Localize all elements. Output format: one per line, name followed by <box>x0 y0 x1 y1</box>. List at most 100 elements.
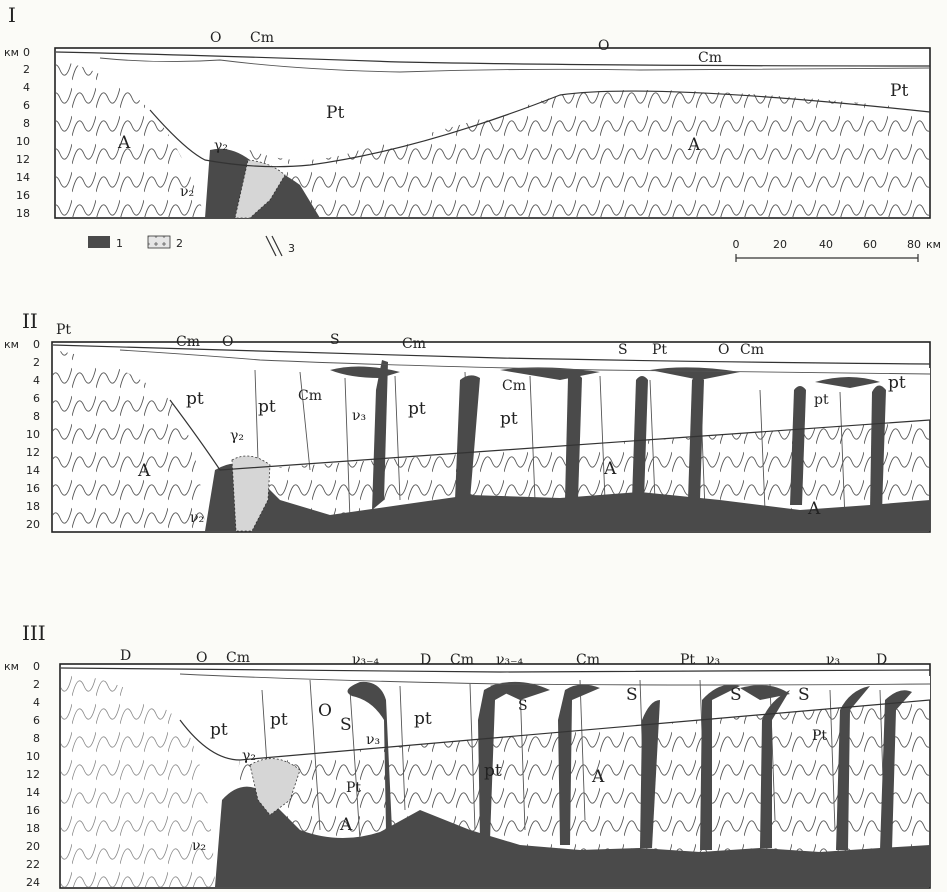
depth-tick: 4 <box>23 81 30 94</box>
label-gamma2: γ₂ <box>214 138 228 154</box>
legend-label-1: 1 <box>116 237 123 250</box>
label-cm: Cm <box>250 30 274 46</box>
section-iii-depth-axis: 0 2 4 6 8 10 12 14 16 18 20 22 24 <box>26 660 40 889</box>
label-nu34: ν₃₋₄ <box>352 652 380 668</box>
label-gamma2: γ₂ <box>242 748 256 764</box>
legend: 1 2 3 <box>88 236 295 256</box>
label-cm: Cm <box>402 336 426 352</box>
label-a: A <box>339 815 353 835</box>
depth-tick: 24 <box>26 876 40 889</box>
scale-tick: 60 <box>863 238 877 251</box>
depth-tick: 14 <box>26 786 40 799</box>
label-pt: pt <box>814 392 829 408</box>
scale-bar: 0 20 40 60 80 км <box>733 238 941 262</box>
label-nu2: ν₂ <box>180 184 194 200</box>
label-cm: Cm <box>698 50 722 66</box>
section-iii-unit: км <box>4 660 19 673</box>
legend-label-3: 3 <box>288 242 295 255</box>
label-s: S <box>618 342 628 358</box>
depth-tick: 10 <box>16 135 30 148</box>
scale-tick: 40 <box>819 238 833 251</box>
depth-tick: 12 <box>26 768 40 781</box>
legend-label-2: 2 <box>176 237 183 250</box>
label-o: O <box>318 701 332 721</box>
depth-tick: 18 <box>16 207 30 220</box>
label-pt: Pt <box>326 103 344 123</box>
label-d: D <box>420 652 431 668</box>
label-pt: Pt <box>890 81 908 101</box>
section-i-number: I <box>8 3 16 27</box>
depth-tick: 8 <box>33 732 40 745</box>
label-o: O <box>222 334 233 350</box>
depth-tick: 16 <box>16 189 30 202</box>
label-o: O <box>210 30 221 46</box>
depth-tick: 0 <box>33 660 40 673</box>
section-i: I км 0 2 4 6 8 10 12 14 16 18 O Cm O Cm … <box>4 3 941 262</box>
label-nu2: ν₂ <box>192 838 206 854</box>
depth-tick: 16 <box>26 804 40 817</box>
depth-tick: 12 <box>26 446 40 459</box>
label-s: S <box>798 685 810 705</box>
section-ii-depth-axis: 0 2 4 6 8 10 12 14 16 18 20 <box>26 338 40 531</box>
section-i-unit: км <box>4 46 19 59</box>
label-pt: pt <box>270 710 288 730</box>
legend-swatch-1 <box>88 236 110 248</box>
label-a: A <box>591 767 605 787</box>
label-pt: Pt <box>680 652 695 668</box>
label-a: A <box>117 133 131 153</box>
label-s: S <box>330 332 340 348</box>
label-pt: pt <box>408 399 426 419</box>
label-a: A <box>137 461 151 481</box>
label-nu3: ν₃ <box>352 408 366 424</box>
depth-tick: 6 <box>33 392 40 405</box>
depth-tick: 22 <box>26 858 40 871</box>
label-cm: Cm <box>298 388 322 404</box>
depth-tick: 20 <box>26 840 40 853</box>
depth-tick: 6 <box>23 99 30 112</box>
label-a: A <box>807 499 821 519</box>
label-nu34: ν₃₋₄ <box>496 652 524 668</box>
depth-tick: 0 <box>23 46 30 59</box>
depth-tick: 2 <box>33 678 40 691</box>
scale-tick: 0 <box>733 238 740 251</box>
label-pt: pt <box>258 397 276 417</box>
label-pt: pt <box>484 761 502 781</box>
label-nu3: ν₃ <box>706 652 720 668</box>
label-s: S <box>340 715 352 735</box>
legend-swatch-2 <box>148 236 170 248</box>
depth-tick: 12 <box>16 153 30 166</box>
depth-tick: 4 <box>33 696 40 709</box>
depth-tick: 6 <box>33 714 40 727</box>
section-ii-unit: км <box>4 338 19 351</box>
label-pt: pt <box>186 389 204 409</box>
label-cm: Cm <box>226 650 250 666</box>
scale-tick: 20 <box>773 238 787 251</box>
section-iii: III км 0 2 4 6 8 10 12 14 16 18 20 22 24 <box>4 621 930 889</box>
label-pt: pt <box>500 409 518 429</box>
label-gamma2: γ₂ <box>230 428 244 444</box>
label-pt: Pt <box>812 728 827 744</box>
depth-tick: 14 <box>26 464 40 477</box>
depth-tick: 10 <box>26 750 40 763</box>
label-a: A <box>687 135 701 155</box>
label-nu2: ν₂ <box>190 510 204 526</box>
label-s: S <box>730 685 742 705</box>
depth-tick: 2 <box>23 63 30 76</box>
scale-line <box>736 254 918 262</box>
label-pt: pt <box>888 373 906 393</box>
label-a: A <box>603 459 617 479</box>
label-s: S <box>518 698 528 714</box>
section-ii: II км 0 2 4 6 8 10 12 14 16 18 20 <box>4 309 930 532</box>
depth-tick: 8 <box>23 117 30 130</box>
depth-tick: 2 <box>33 356 40 369</box>
label-o: O <box>718 342 729 358</box>
label-o: O <box>598 38 609 54</box>
section-ii-number: II <box>22 309 38 333</box>
label-cm: Cm <box>450 652 474 668</box>
label-cm: Cm <box>576 652 600 668</box>
scale-unit: км <box>926 238 941 251</box>
depth-tick: 0 <box>33 338 40 351</box>
label-o: O <box>196 650 207 666</box>
depth-tick: 10 <box>26 428 40 441</box>
